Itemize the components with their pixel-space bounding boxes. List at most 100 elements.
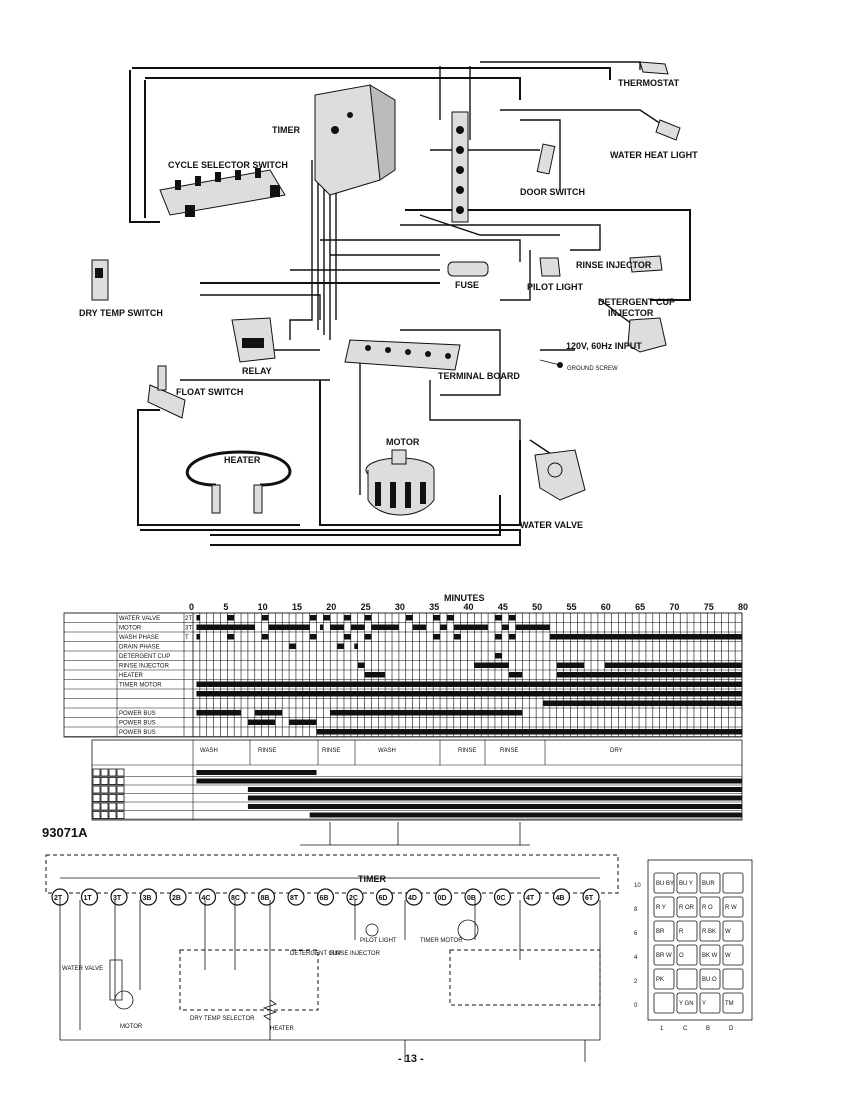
- timer-bar: [316, 729, 742, 735]
- phase-cell: [108, 811, 117, 819]
- phase-cell: [116, 794, 125, 802]
- timer-terminal: [80, 888, 99, 906]
- selector-cell: [653, 992, 675, 1014]
- phase-cell: [92, 785, 101, 794]
- minute-tick-65: 65: [635, 602, 645, 612]
- component-label: RINSE INJECTOR: [330, 951, 381, 957]
- selector-cell-label: BR: [656, 929, 665, 935]
- timer-terminal: [287, 888, 305, 906]
- selector-cell: [653, 920, 675, 942]
- selector-cell: [653, 872, 675, 894]
- thermostat-label: THERMOSTAT: [618, 78, 680, 88]
- row-terminal: T: [185, 635, 189, 641]
- selector-cell: [676, 992, 698, 1014]
- terminal-label: 4C: [202, 895, 211, 902]
- timer-bar: [364, 634, 372, 640]
- chart-title: MINUTES: [444, 593, 485, 603]
- timer-bar: [319, 624, 324, 630]
- phase-cell: [108, 794, 117, 802]
- row-label: DETERGENT CUP: [119, 654, 170, 660]
- selector-cell-label: R Y: [656, 905, 666, 911]
- terminal-board-label: TERMINAL BOARD: [438, 371, 520, 381]
- selector-cell: [653, 968, 675, 990]
- selector-cell-label: R O: [702, 905, 713, 911]
- selector-cell: [699, 968, 721, 990]
- phase-cell: [92, 811, 101, 819]
- row-label: WATER VALVE: [119, 616, 160, 622]
- timer-bar: [343, 634, 351, 640]
- selector-column-label: 1: [660, 1026, 664, 1032]
- timer-terminal: [169, 888, 187, 906]
- selector-cell: [722, 872, 744, 894]
- terminal-label: 8C: [231, 895, 240, 902]
- door-switch-label: DOOR SWITCH: [520, 187, 585, 197]
- rinse-injector-label: RINSE INJECTOR: [576, 260, 652, 270]
- timer-bar: [323, 615, 331, 621]
- heater-label: HEATER: [224, 455, 261, 465]
- timer-bar: [440, 624, 447, 630]
- timer-bar: [494, 653, 502, 659]
- timer-terminal: [257, 888, 276, 906]
- input-label: 120V, 60Hz INPUT: [566, 341, 642, 351]
- timer-bar: [261, 634, 269, 640]
- timer-bar: [501, 624, 509, 630]
- component-label: HEATER: [270, 1026, 295, 1032]
- timer-bar: [556, 662, 585, 668]
- timer-bar: [357, 662, 365, 668]
- terminal-label: 2B: [172, 895, 181, 902]
- row-terminal: 3T: [185, 626, 192, 632]
- timer-bar: [354, 643, 358, 649]
- terminal-label: 8B: [261, 895, 270, 902]
- phase-bar: [316, 778, 742, 784]
- timer-bar: [289, 643, 296, 649]
- selector-cell: [653, 944, 675, 966]
- cycle-selector-switch-label: CYCLE SELECTOR SWITCH: [168, 160, 288, 170]
- timer-bar: [508, 672, 523, 678]
- row-label: POWER BUS: [119, 721, 156, 727]
- minute-tick-75: 75: [704, 602, 714, 612]
- selector-cell-label: R W: [725, 905, 737, 911]
- selector-row-label: 6: [634, 931, 638, 937]
- timer-bar: [350, 624, 365, 630]
- phase-cell: [100, 768, 109, 777]
- selector-row-label: 0: [634, 1003, 638, 1009]
- selector-row-label: 2: [634, 979, 638, 985]
- row-label: POWER BUS: [119, 711, 156, 717]
- timer-bar: [446, 615, 454, 621]
- row-label: HEATER: [119, 673, 144, 679]
- model-number: 93071A: [42, 825, 88, 840]
- minute-tick-55: 55: [566, 602, 576, 612]
- timer-bar: [364, 615, 372, 621]
- minute-tick-25: 25: [361, 602, 371, 612]
- minute-tick-40: 40: [464, 602, 474, 612]
- selector-cell-label: BK W: [702, 953, 718, 959]
- phase-cell: [116, 768, 125, 777]
- row-label: RINSE INJECTOR: [119, 664, 170, 670]
- relay-label: RELAY: [242, 366, 272, 376]
- timer-bars: [196, 615, 742, 735]
- phase-bar: [196, 778, 317, 784]
- ground-screw-label: GROUND SCREW: [567, 366, 618, 372]
- selector-cell-label: Y GN: [679, 1001, 694, 1007]
- timer-bar: [371, 624, 399, 630]
- timer-bar: [549, 634, 742, 640]
- phase-cell: [100, 811, 109, 819]
- component-label: DETERGENT CUP: [290, 951, 341, 957]
- timer-bar: [227, 615, 235, 621]
- selector-cell-label: W: [725, 953, 731, 959]
- phase-cell: [116, 777, 125, 785]
- timer-terminal: [434, 888, 453, 906]
- phase-label: RINSE: [258, 748, 276, 754]
- timer-bar: [515, 624, 550, 630]
- terminal-label: 0C: [497, 895, 506, 902]
- water-heat-light-label: WATER HEAT LIGHT: [610, 150, 698, 160]
- minute-tick-30: 30: [395, 602, 405, 612]
- phase-label: RINSE: [322, 748, 340, 754]
- phase-cell: [116, 785, 125, 794]
- selector-cell-label: O: [679, 953, 684, 959]
